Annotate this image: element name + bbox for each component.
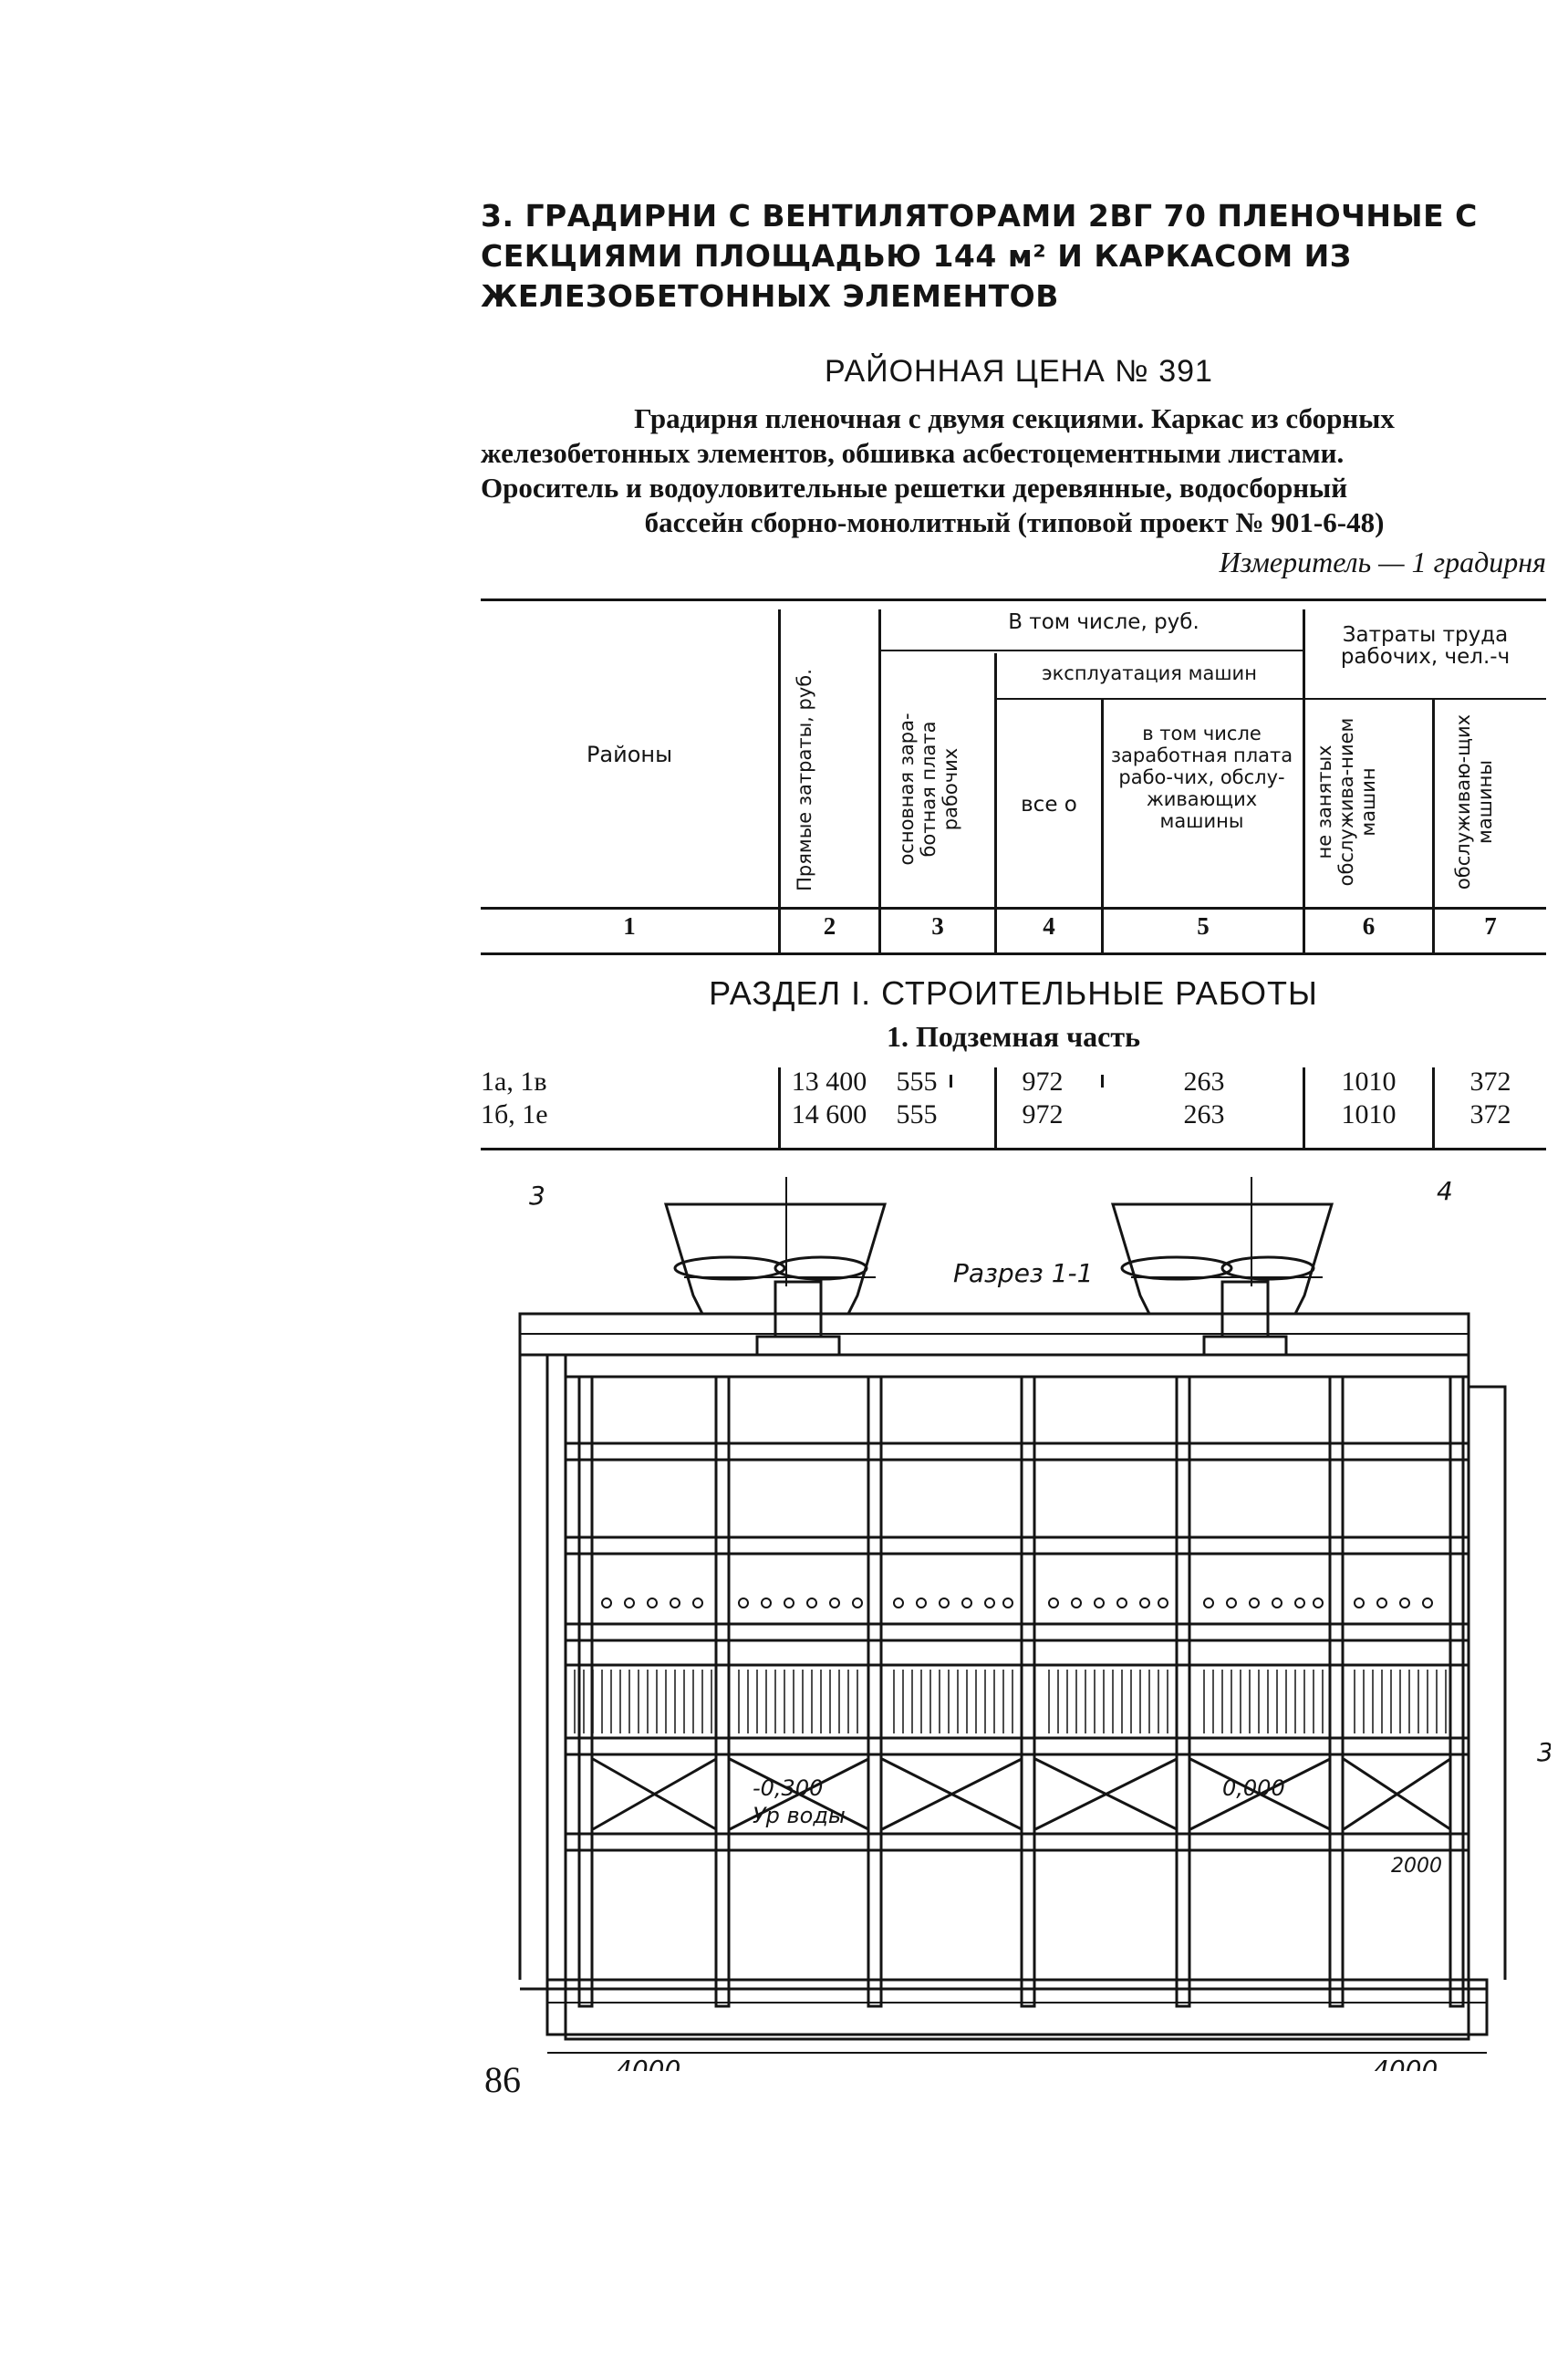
table-bottom-rule <box>481 1148 1546 1150</box>
machine-wages-cell: 263 <box>1183 1067 1225 1097</box>
header-bottom-rule <box>481 907 1546 910</box>
subsection-title: 1. Подземная часть <box>886 1020 1141 1053</box>
header-base-wages: основная зара-ботная плата рабочих <box>896 684 961 894</box>
labor2-cell: 372 <box>1469 1099 1511 1129</box>
direct-cell: 14 600 <box>791 1099 867 1129</box>
numbers-bottom-rule <box>481 952 1546 955</box>
page-number: 86 <box>484 2059 521 2100</box>
body-col-rule <box>778 1067 781 1148</box>
header-labor-machine-text: обслуживаю-щих машины <box>1452 713 1496 890</box>
region-cell: 1а, 1в <box>481 1067 547 1097</box>
col-rule <box>1101 699 1104 952</box>
mark-label: 4 <box>1437 1177 1453 1206</box>
header-labor-not-machine-text: не занятых обслужива-нием машин <box>1314 717 1379 887</box>
header-direct-costs: Прямые затраты, руб. <box>794 669 815 891</box>
body-col-rule <box>1432 1067 1435 1148</box>
dimension-label: „ <box>940 2055 953 2071</box>
column-number: 1 <box>623 912 636 940</box>
col-rule <box>778 609 781 952</box>
dimension-label: „ <box>1095 2055 1108 2071</box>
header-regions: Районы <box>586 742 673 767</box>
column-number: 7 <box>1484 912 1497 940</box>
mark-label: 3 <box>529 1181 545 1211</box>
level-label: 0,000 <box>1222 1775 1285 1801</box>
column-number: 4 <box>1043 912 1055 940</box>
region-cell: 1б, 1е <box>481 1099 548 1129</box>
section-title: РАЗДЕЛ I. СТРОИТЕЛЬНЫЕ РАБОТЫ <box>709 974 1318 1012</box>
column-number: 2 <box>823 912 836 940</box>
table-row: 1б, 1е 14 600 555 972 263 1010 372 <box>0 1098 1568 1131</box>
dimension-label: 4000 <box>1373 2055 1438 2071</box>
description-line: Градирня пленочная с двумя секциями. Кар… <box>634 402 1395 434</box>
col-rule <box>1432 699 1435 952</box>
fill-hatch <box>574 1670 1447 1733</box>
level-label: -0,300 <box>753 1775 823 1801</box>
table-top-rule <box>481 598 1546 601</box>
header-including: В том числе, руб. <box>1008 610 1199 634</box>
header-base-wages-text: основная зара-ботная плата рабочих <box>896 713 961 866</box>
dimension-label: 4000 <box>616 2055 680 2071</box>
col-rule <box>1303 609 1305 952</box>
header-sub-rule <box>880 650 1303 651</box>
col-rule <box>878 609 881 952</box>
column-number: 5 <box>1197 912 1210 940</box>
direct-cell: 13 400 <box>791 1067 867 1097</box>
col-rule <box>994 653 997 952</box>
description-line: железобетонных элементов, обшивка асбест… <box>481 437 1345 469</box>
total-cell: 972 <box>1022 1067 1064 1097</box>
header-total: все о <box>1021 793 1077 817</box>
body-col-rule <box>950 1075 952 1088</box>
labor1-cell: 1010 <box>1341 1067 1397 1097</box>
table-row: 1а, 1в 13 400 555 972 263 1010 372 <box>0 1066 1568 1098</box>
level-label: Ур воды <box>753 1803 846 1828</box>
section-label: Разрез 1-1 <box>953 1258 1093 1288</box>
measure-unit: Измеритель — 1 градирня <box>1219 546 1546 578</box>
description: Градирня пленочная с двумя секциями. Кар… <box>481 401 1548 540</box>
wages-cell: 555 <box>896 1067 938 1097</box>
header-machine-wages: в том числе заработная плата рабо-чих, о… <box>1110 723 1293 832</box>
header-labor-machine: обслуживаю-щих машины <box>1452 706 1496 898</box>
column-number: 3 <box>931 912 944 940</box>
dimension-label: „ <box>784 2055 798 2071</box>
header-labor-not-machine: не занятых обслужива-нием машин <box>1314 706 1379 898</box>
column-number: 6 <box>1362 912 1376 940</box>
document-title: 3. ГРАДИРНИ С ВЕНТИЛЯТОРАМИ 2ВГ 70 ПЛЕНО… <box>481 198 1478 314</box>
machine-wages-cell: 263 <box>1183 1099 1225 1129</box>
labor1-cell: 1010 <box>1341 1099 1397 1129</box>
mark-label: 3 <box>1537 1737 1551 1767</box>
body-col-rule <box>1101 1075 1104 1088</box>
dimension-label: „ <box>1250 2055 1263 2071</box>
header-machine-operation: эксплуатация машин <box>1042 662 1257 684</box>
price-title: РАЙОННАЯ ЦЕНА № 391 <box>825 354 1213 389</box>
description-line: Ороситель и водоуловительные решетки дер… <box>481 472 1348 504</box>
header-sub-rule <box>1304 698 1546 700</box>
body-col-rule <box>1303 1067 1305 1148</box>
labor2-cell: 372 <box>1469 1067 1511 1097</box>
cooling-tower-section-drawing: 1 2 3 4 5 6 7 Разрез 1-1 3 4 3 -0,300 Ур… <box>518 1177 1551 2071</box>
header-sub-rule <box>996 698 1303 700</box>
level-label: 2000 <box>1391 1855 1442 1878</box>
description-line: бассейн сборно-монолитный (типовой проек… <box>644 506 1385 538</box>
header-labor: Затраты труда рабочих, чел.-ч <box>1340 623 1511 669</box>
total-cell: 972 <box>1022 1099 1064 1129</box>
wages-cell: 555 <box>896 1099 938 1129</box>
body-col-rule <box>994 1067 997 1148</box>
